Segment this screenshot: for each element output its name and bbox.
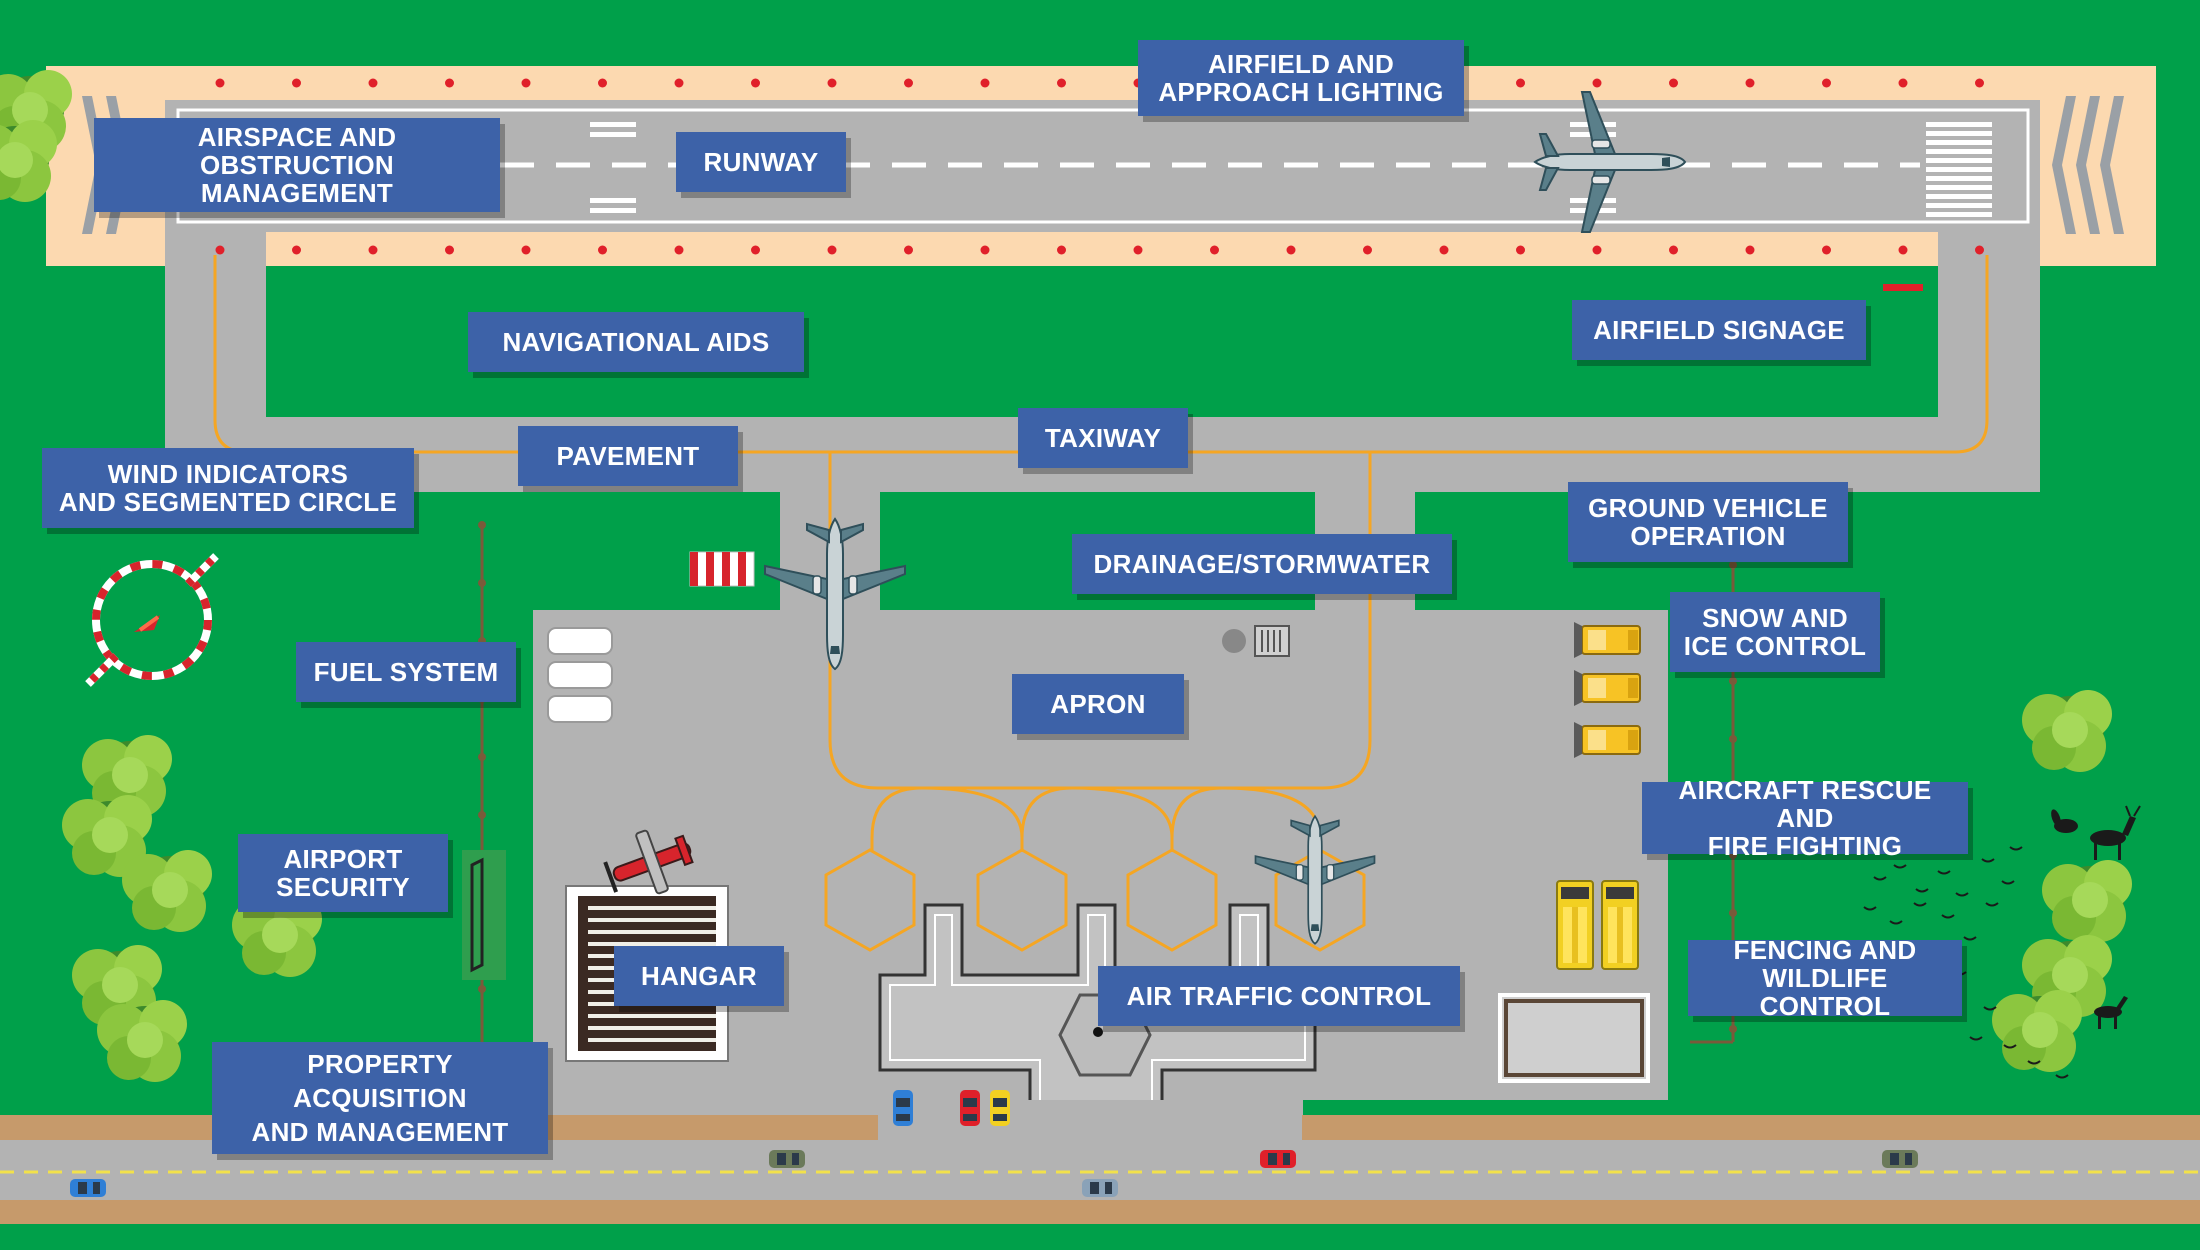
label-runway: RUNWAY [676, 132, 846, 192]
windsock-icon [689, 551, 755, 587]
bird-flock-icon [1863, 846, 2069, 1079]
snow-plow-icon [1573, 669, 1641, 707]
car-icon [1882, 1150, 1918, 1168]
propeller-plane-icon [603, 829, 694, 895]
car-icon [960, 1090, 980, 1126]
car-icon [70, 1179, 106, 1197]
car-icon [1082, 1179, 1118, 1197]
car-icon [1260, 1150, 1296, 1168]
label-pavement: PAVEMENT [518, 426, 738, 486]
label-fuel-system: FUEL SYSTEM [296, 642, 516, 702]
label-snow-ice: SNOW AND ICE CONTROL [1670, 592, 1880, 672]
deer-icon [2094, 996, 2128, 1029]
label-security: AIRPORT SECURITY [238, 834, 448, 912]
segmented-circle [85, 553, 219, 687]
label-ground-vehicle: GROUND VEHICLE OPERATION [1568, 482, 1848, 562]
fire-truck-icon [1601, 880, 1639, 970]
label-taxiway: TAXIWAY [1018, 408, 1188, 468]
label-hangar: HANGAR [614, 946, 784, 1006]
label-airspace: AIRSPACE AND OBSTRUCTION MANAGEMENT [94, 118, 500, 212]
car-icon [893, 1090, 913, 1126]
label-drainage: DRAINAGE/STORMWATER [1072, 534, 1452, 594]
label-fencing: FENCING AND WILDLIFE CONTROL [1688, 936, 1962, 1020]
deer-icon [2090, 805, 2141, 860]
fire-truck-icon [1556, 880, 1594, 970]
label-airfield-lighting: AIRFIELD AND APPROACH LIGHTING [1138, 40, 1464, 116]
label-navaids: NAVIGATIONAL AIDS [468, 312, 804, 372]
label-apron: APRON [1012, 674, 1184, 734]
label-property: PROPERTY ACQUISITION AND MANAGEMENT [212, 1042, 548, 1154]
label-arff: AIRCRAFT RESCUE AND FIRE FIGHTING [1642, 776, 1968, 860]
label-atc: AIR TRAFFIC CONTROL [1098, 966, 1460, 1026]
label-wind-indicators: WIND INDICATORS AND SEGMENTED CIRCLE [42, 448, 414, 528]
car-icon [769, 1150, 805, 1168]
snow-plow-icon [1573, 721, 1641, 759]
snow-plow-icon [1573, 621, 1641, 659]
rabbit-icon [2051, 809, 2078, 833]
label-signage: AIRFIELD SIGNAGE [1572, 300, 1866, 360]
car-icon [990, 1090, 1010, 1126]
